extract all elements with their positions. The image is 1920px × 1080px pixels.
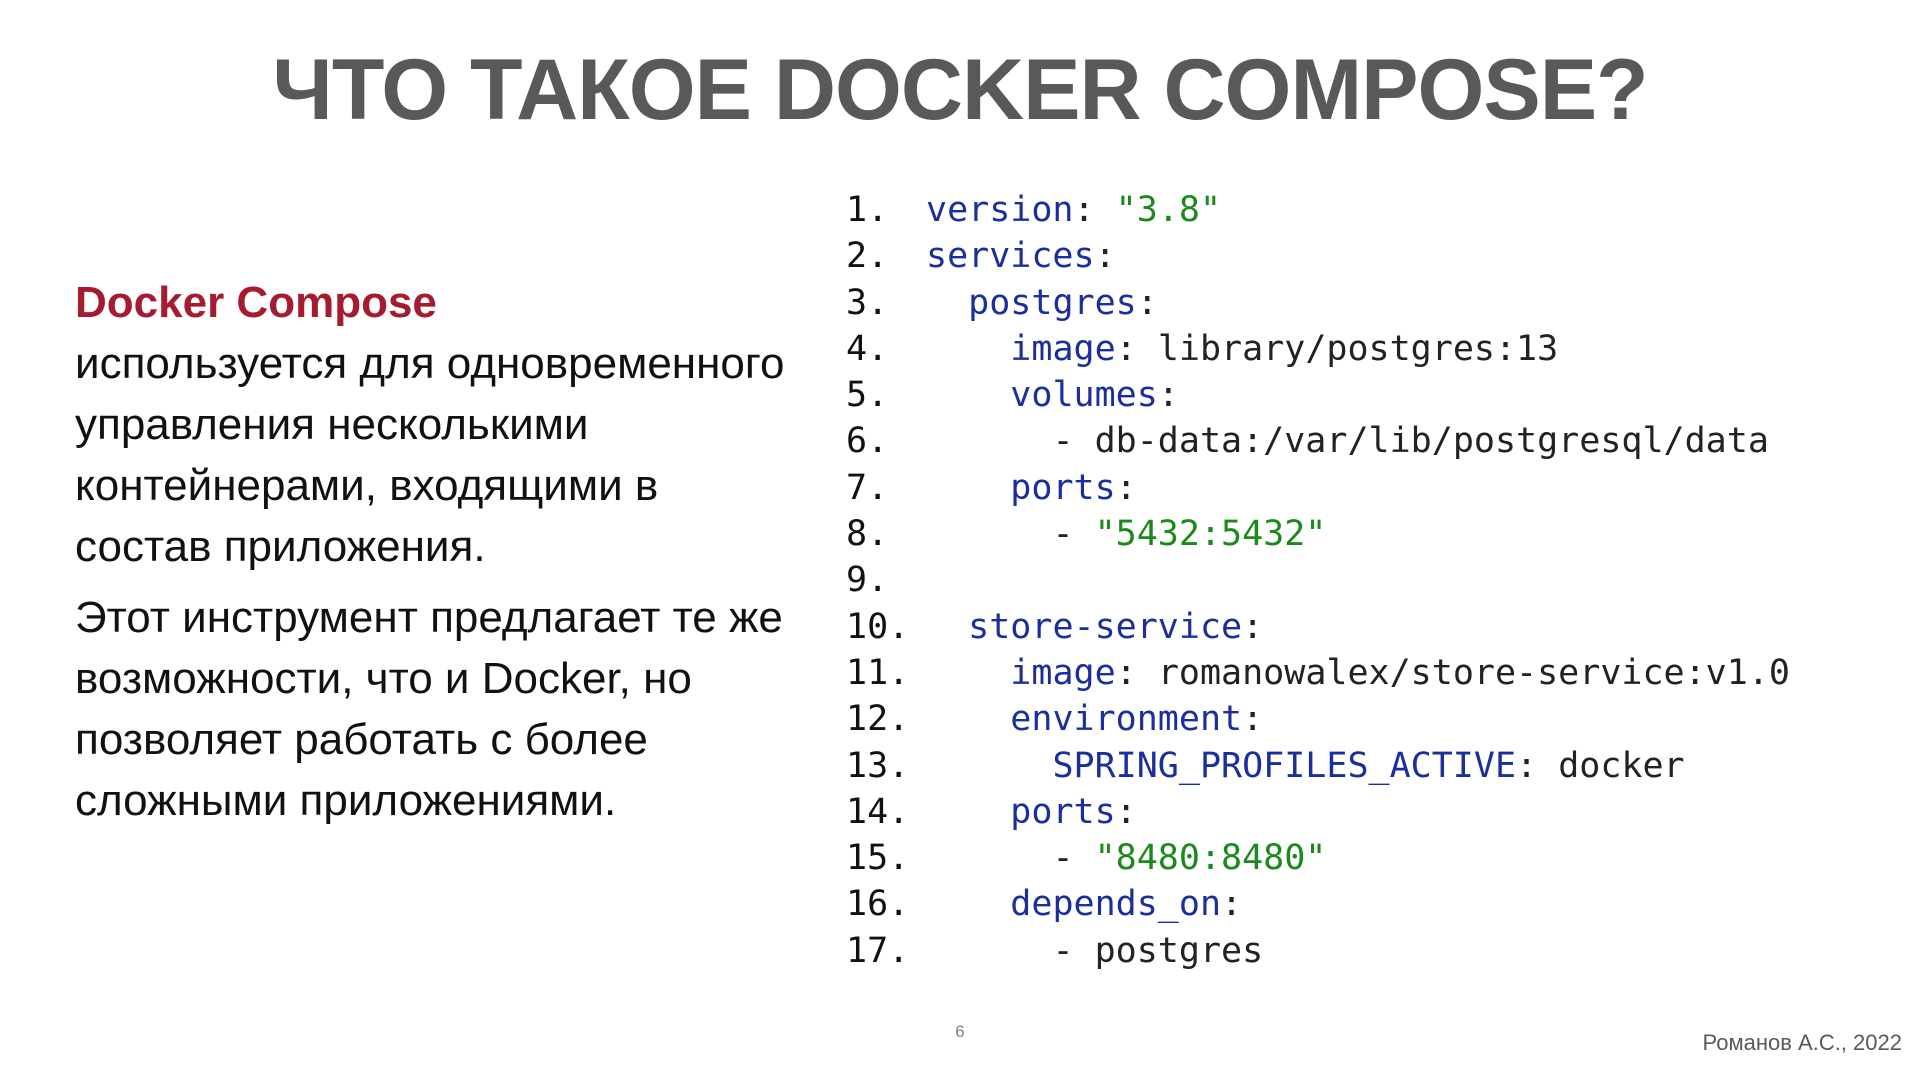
code-separator: : [1115,467,1137,508]
brand-name: Docker Compose [75,278,437,327]
line-number: 17. [846,930,910,971]
line-number: 11. [846,652,910,693]
code-separator: : [1516,745,1559,786]
code-listing: 1.version: "3.8"2.services:3. postgres:4… [846,187,1790,974]
line-number: 2. [846,236,889,277]
code-separator: : [1242,699,1264,740]
code-key: services [926,236,1095,277]
code-key: SPRING_PROFILES_ACTIVE [1052,745,1517,786]
line-number: 9. [846,560,889,601]
code-key: store-service [968,606,1243,647]
code-line: 5. volumes: [846,372,1790,418]
line-number: 16. [846,884,910,925]
code-value: library/postgres:13 [1157,328,1559,369]
line-number: 6. [846,421,889,462]
code-value: docker [1558,745,1685,786]
code-separator: - [1052,514,1095,555]
code-separator: - [1052,838,1095,879]
code-separator: : [1094,236,1116,277]
line-number: 8. [846,514,889,555]
code-separator: : [1242,606,1264,647]
code-line: 7. ports: [846,465,1790,511]
line-number: 7. [846,467,889,508]
code-line: 16. depends_on: [846,881,1790,927]
code-separator: : [1115,791,1137,832]
code-separator: - [1052,421,1095,462]
description-paragraph-1: Docker Compose используется для одноврем… [75,272,795,577]
code-line: 1. version: "3.8" [846,187,1790,233]
code-line: 13. SPRING_PROFILES_ACTIVE: docker [846,743,1790,789]
code-line: 10. store-service: [846,604,1790,650]
code-line: 12. environment: [846,696,1790,742]
line-number: 13. [846,745,910,786]
code-line: 4. image: library/postgres:13 [846,326,1790,372]
code-value: "5432:5432" [1094,514,1327,555]
line-number: 1. [846,190,889,230]
code-value: "3.8" [1115,190,1222,230]
code-line: 9. [846,557,1790,603]
code-separator: : [1115,328,1158,369]
code-key: version [926,190,1074,230]
line-number: 12. [846,699,910,740]
code-line: 3. postgres: [846,280,1790,326]
code-separator: : [1221,884,1243,925]
code-key: postgres [968,282,1137,323]
code-key: image [1010,328,1116,369]
line-number: 14. [846,791,910,832]
description-paragraph-2: Этот инструмент предлагает те же возможн… [75,593,783,825]
code-separator: : [1136,282,1158,323]
code-separator: : [1157,375,1179,416]
code-value: postgres [1094,930,1264,971]
description-paragraph-1-text: используется для одновременного управлен… [75,339,785,571]
code-value: romanowalex/store-service:v1.0 [1157,652,1790,693]
code-key: image [1010,652,1116,693]
code-value: "8480:8480" [1094,838,1327,879]
line-number: 10. [846,606,910,647]
code-key: ports [1010,467,1116,508]
code-key: depends_on [1010,884,1222,925]
code-line: 6. - db-data:/var/lib/postgresql/data [846,418,1790,464]
code-separator: : [1115,652,1158,693]
description-block: Docker Compose используется для одноврем… [75,272,795,841]
page-number: 6 [955,1022,965,1041]
code-line: 14. ports: [846,789,1790,835]
line-number: 5. [846,375,889,416]
code-key: ports [1010,791,1116,832]
code-line: 15. - "8480:8480" [846,835,1790,881]
line-number: 15. [846,838,910,879]
code-line: 11. image: romanowalex/store-service:v1.… [846,650,1790,696]
code-separator: : [1073,190,1116,230]
line-number: 3. [846,282,889,323]
code-key: volumes [1010,375,1158,416]
code-value: db-data:/var/lib/postgresql/data [1094,421,1769,462]
line-number: 4. [846,328,889,369]
code-line: 2. services: [846,233,1790,279]
code-separator: - [1052,930,1095,971]
code-key: environment [1010,699,1243,740]
code-line: 17. - postgres [846,928,1790,974]
author-footer: Романов А.С., 2022 [1702,1030,1902,1055]
code-line: 8. - "5432:5432" [846,511,1790,557]
slide-title: ЧТО ТАКОЕ DOCKER COMPOSE? [272,42,1648,138]
